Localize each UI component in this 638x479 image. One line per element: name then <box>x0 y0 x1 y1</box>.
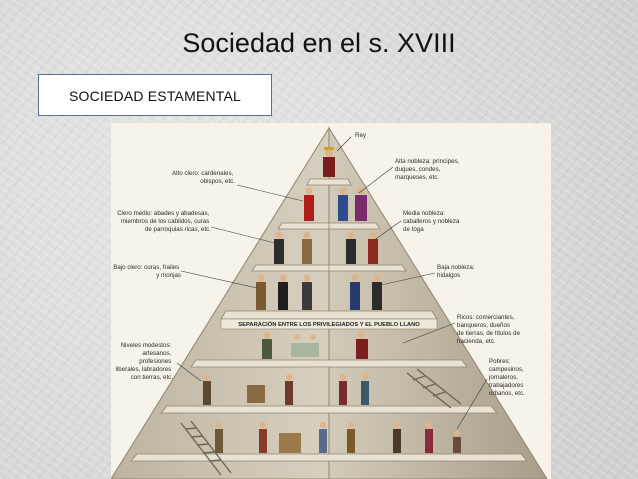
slide-title: Sociedad en el s. XVIII <box>182 28 456 58</box>
label-alta-nobleza: Alta nobleza: príncipes, duques, condes,… <box>395 158 461 181</box>
stairs-left <box>180 420 232 476</box>
label-baja-nobleza: Baja nobleza: hidalgos <box>437 264 476 279</box>
stairs-right <box>406 368 462 409</box>
subtitle-text: SOCIEDAD ESTAMENTAL <box>68 88 242 104</box>
label-clero-medio: Clero medio: abades y abadesas, miembros… <box>117 210 211 233</box>
middle-clergy-figures <box>274 231 312 264</box>
separator-band <box>220 318 438 330</box>
tier-shelves <box>130 178 528 462</box>
low-clergy-figures <box>256 274 312 310</box>
rich-commoner-figures <box>262 331 368 359</box>
king-figure <box>323 147 335 177</box>
label-media-nobleza: Media nobleza: caballeros y nobleza de t… <box>403 210 461 233</box>
label-pobres: Pobres: campesinos, jornaleros, trabajad… <box>488 358 525 397</box>
separator-label: SEPARACIÓN ENTRE LOS PRIVILEGIADOS Y EL … <box>238 320 420 328</box>
label-rey: Rey <box>355 132 367 139</box>
poor-figures <box>215 422 461 453</box>
pyramid-illustration: SEPARACIÓN ENTRE LOS PRIVILEGIADOS Y EL … <box>111 123 551 479</box>
high-nobility-figures <box>338 187 367 221</box>
label-alto-clero: Alto clero: cardenales, obispos, etc. <box>172 170 235 185</box>
leader-lines <box>176 136 488 430</box>
label-niveles-modestos: Niveles modestos: artesanos, profesiones… <box>116 342 174 381</box>
figures <box>203 147 461 453</box>
modest-level-figures <box>203 374 369 405</box>
middle-nobility-figures <box>346 231 378 264</box>
low-nobility-figures <box>350 274 382 310</box>
subtitle-box: SOCIEDAD ESTAMENTAL <box>38 74 272 116</box>
label-ricos: Ricos: comerciantes, banqueros, dueños d… <box>457 314 522 345</box>
label-bajo-clero: Bajo clero: curas, frailes y monjas <box>113 264 181 279</box>
pyramid-labels: Rey Alto clero: cardenales, obispos, etc… <box>113 132 525 397</box>
high-clergy-figure <box>304 187 314 221</box>
pyramid-svg: SEPARACIÓN ENTRE LOS PRIVILEGIADOS Y EL … <box>111 126 548 479</box>
